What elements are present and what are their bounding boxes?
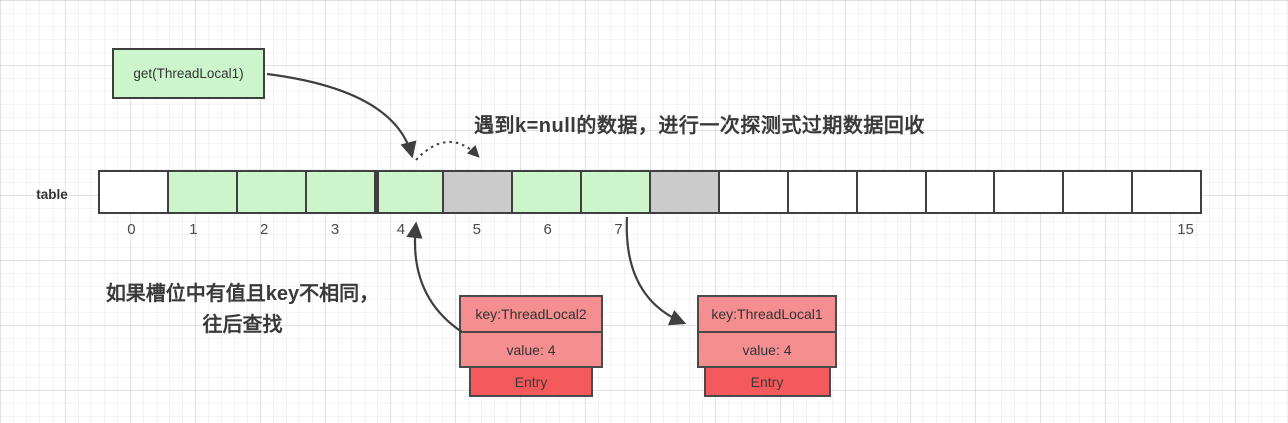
entry-box-threadlocal1: key:ThreadLocal1 value: 4 Entry <box>697 295 837 397</box>
table-cell-5 <box>442 170 514 214</box>
entry-tag-label: Entry <box>750 373 784 390</box>
index-label-15: 15 <box>1177 221 1194 238</box>
index-label-1: 1 <box>189 221 198 238</box>
table-cell-8 <box>649 170 720 214</box>
table-cell-0 <box>98 170 169 214</box>
entry-tag: Entry <box>703 366 831 397</box>
table-cell-13 <box>993 170 1065 214</box>
entry-key-label: key:ThreadLocal2 <box>475 306 587 322</box>
entry-value-row: value: 4 <box>459 331 603 368</box>
entry-key-label: key:ThreadLocal1 <box>711 306 823 322</box>
table-label: table <box>36 187 68 202</box>
arrow-entry-to-slot4 <box>406 221 463 333</box>
index-label-5: 5 <box>472 221 481 238</box>
arrow-get-to-slot4 <box>266 72 417 159</box>
table-cell-6 <box>511 170 583 214</box>
entry-key-row: key:ThreadLocal2 <box>459 295 603 333</box>
table-cell-9 <box>717 170 789 214</box>
index-label-6: 6 <box>543 221 552 238</box>
table-cell-2 <box>235 170 307 214</box>
get-call-label: get(ThreadLocal1) <box>133 66 244 81</box>
index-label-2: 2 <box>260 221 269 238</box>
index-label-0: 0 <box>127 221 136 238</box>
entry-tag-label: Entry <box>514 373 548 390</box>
table-cell-14 <box>1062 170 1134 214</box>
table-cell-4 <box>373 170 445 214</box>
table-cell-7 <box>580 170 651 214</box>
entry-key-row: key:ThreadLocal1 <box>697 295 837 333</box>
table-cell-11 <box>855 170 927 214</box>
get-call-box: get(ThreadLocal1) <box>112 48 265 99</box>
entry-tag: Entry <box>469 366 593 397</box>
arrow-probe-slot4-to-slot5 <box>415 140 480 161</box>
entry-box-threadlocal2: key:ThreadLocal2 value: 4 Entry <box>459 295 603 397</box>
table-cell-3 <box>304 170 376 214</box>
linear-probe-annotation: 如果槽位中有值且key不相同，往后查找 <box>105 283 380 336</box>
index-label-4: 4 <box>396 221 406 238</box>
entry-value-label: value: 4 <box>742 341 792 358</box>
table-cell-15 <box>1131 170 1202 214</box>
index-label-3: 3 <box>330 221 340 238</box>
index-label-7: 7 <box>614 221 623 238</box>
hash-table-row <box>98 170 1232 214</box>
entry-value-row: value: 4 <box>697 331 837 368</box>
table-cell-12 <box>924 170 996 214</box>
table-cell-1 <box>166 170 238 214</box>
table-cell-10 <box>786 170 858 214</box>
probe-cleanup-annotation: 遇到k=null的数据，进行一次探测式过期数据回收 <box>474 115 925 137</box>
entry-value-label: value: 4 <box>506 341 556 358</box>
